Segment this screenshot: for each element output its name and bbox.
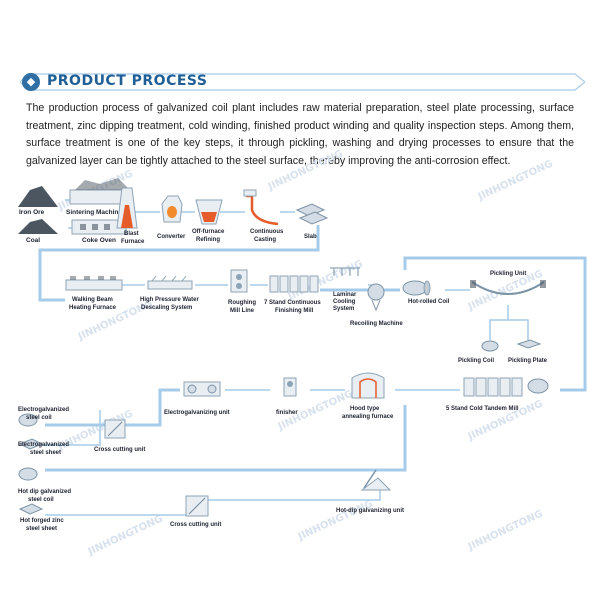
intro-paragraph: The production process of galvanized coi…: [26, 102, 574, 167]
hood-annealing-label: Hood type: [350, 406, 380, 412]
cold-tandem-mill: 5 Stand Cold Tandem Mill: [446, 377, 549, 412]
pickling-coil-label: Pickling Coil: [458, 358, 494, 364]
watermark: JINHONGTONG: [296, 499, 375, 544]
continuous-casting-label: Casting: [254, 237, 276, 243]
product-icon: ◆: [22, 73, 40, 91]
roughing-mill-label: Roughing: [228, 300, 256, 306]
recoiling-machine: Recoiling Machine: [350, 283, 403, 327]
off-furnace-refining: Off-furnace Refining: [192, 199, 225, 243]
page-title: PRODUCT PROCESS: [47, 73, 208, 89]
converter: Converter: [157, 195, 186, 240]
cold-tandem-mill-label: 5 Stand Cold Tandem Mill: [446, 406, 519, 412]
iron-ore-pile: Iron Ore: [18, 186, 58, 216]
cross-cutting-unit-1: Cross cutting unit: [94, 419, 145, 453]
slab-label: Slab: [304, 234, 317, 240]
watermark: JINHONGTONG: [476, 159, 555, 204]
coke-oven-label: Coke Oven: [82, 237, 116, 244]
continuous-casting-label: Continuous: [250, 229, 284, 235]
blast-furnace: Blast Furnace: [116, 187, 145, 245]
off-furnace-refining-label: Refining: [196, 237, 220, 243]
hf-sheet-label: Hot forged zinc: [20, 518, 64, 524]
descaling-label: High Pressure Water: [140, 297, 199, 303]
finishing-mill: 7 Stand Continuous Finishing Mill: [264, 275, 321, 314]
cross-cutting-2-label: Cross cutting unit: [170, 522, 221, 528]
cross-cutting-unit-2: Cross cutting unit: [170, 495, 221, 528]
blast-furnace-label: Furnace: [121, 239, 145, 245]
walking-beam-furnace: Walking Beam Heating Furnace: [65, 276, 123, 311]
walking-beam-label: Heating Furnace: [69, 305, 117, 311]
coal-label: Coal: [26, 237, 40, 244]
eg-sheet-label: Electrogalvanized: [18, 442, 69, 448]
off-furnace-refining-label: Off-furnace: [192, 229, 225, 235]
pickling-plate: Pickling Plate: [508, 339, 548, 364]
eg-sheet-label: steel sheet: [30, 450, 61, 456]
continuous-casting: Continuous Casting: [243, 189, 284, 243]
hot-rolled-coil-label: Hot-rolled Coil: [408, 299, 450, 305]
laminar-cooling-label: System: [333, 306, 354, 312]
section-header: ◆ PRODUCT PROCESS: [20, 70, 585, 94]
recoiling-machine-label: Recoiling Machine: [350, 321, 403, 327]
electrogalvanizing-unit-label: Electrogalvanizing unit: [164, 410, 230, 416]
hood-annealing-label: annealing furnace: [342, 414, 394, 420]
roughing-mill-label: Mill Line: [230, 308, 255, 314]
hot-dip-galvanizing-unit: Hot-dip galvanizing unit: [336, 469, 404, 514]
watermark: JINHONGTONG: [266, 149, 345, 194]
pickling-coil: Pickling Coil: [458, 340, 499, 364]
hot-forged-zinc-sheet: Hot forged zinc steel sheet: [18, 503, 64, 532]
electrogalvanized-sheet: Electrogalvanized steel sheet: [18, 438, 69, 456]
blast-furnace-label: Blast: [124, 231, 139, 237]
pickling-unit: Pickling Unit: [470, 271, 546, 295]
hdg-coil-label: steel coil: [28, 497, 54, 503]
roughing-mill: Roughing Mill Line: [228, 269, 256, 314]
flow-lines-row-3: [45, 388, 460, 516]
coal-pile: Coal: [18, 219, 58, 244]
eg-coil-label: Electrogalvanized: [18, 407, 69, 413]
descaling-system: High Pressure Water Descaling System: [140, 275, 199, 311]
descaling-label: Descaling System: [141, 305, 192, 311]
eg-coil-label: steel coil: [26, 415, 52, 421]
pickling-unit-label: Pickling Unit: [490, 271, 526, 277]
flow-lines-row-2: [122, 256, 587, 392]
watermark: JINHONGTONG: [86, 514, 165, 559]
watermark: JINHONGTONG: [466, 509, 545, 554]
sintering-machine-label: Sintering Machine: [66, 209, 122, 216]
cross-cutting-1-label: Cross cutting unit: [94, 447, 145, 453]
finishing-mill-label: 7 Stand Continuous: [264, 300, 321, 306]
hood-annealing-furnace: Hood type annealing furnace: [342, 372, 394, 420]
laminar-cooling: Laminar Cooling System: [330, 267, 360, 312]
hot-dip-galvanized-coil: Hot dip galvanized steel coil: [18, 467, 71, 503]
electrogalvanizing-unit: Electrogalvanizing unit: [164, 381, 230, 416]
finisher-label: finisher: [276, 410, 298, 416]
finisher: finisher: [276, 377, 298, 416]
slab: Slab: [295, 203, 329, 240]
hot-rolled-coil: Hot-rolled Coil: [402, 280, 450, 305]
hdg-coil-label: Hot dip galvanized: [18, 489, 71, 495]
finishing-mill-label: Finishing Mill: [275, 308, 314, 314]
electrogalvanized-coil: Electrogalvanized steel coil: [18, 407, 69, 427]
hf-sheet-label: steel sheet: [26, 526, 57, 532]
laminar-cooling-label: Cooling: [333, 299, 356, 305]
pickling-plate-label: Pickling Plate: [508, 358, 548, 364]
walking-beam-label: Walking Beam: [72, 297, 113, 303]
converter-label: Converter: [157, 234, 186, 240]
laminar-cooling-label: Laminar: [333, 292, 357, 298]
iron-ore-label: Iron Ore: [19, 209, 45, 216]
hdg-unit-label: Hot-dip galvanizing unit: [336, 508, 404, 514]
